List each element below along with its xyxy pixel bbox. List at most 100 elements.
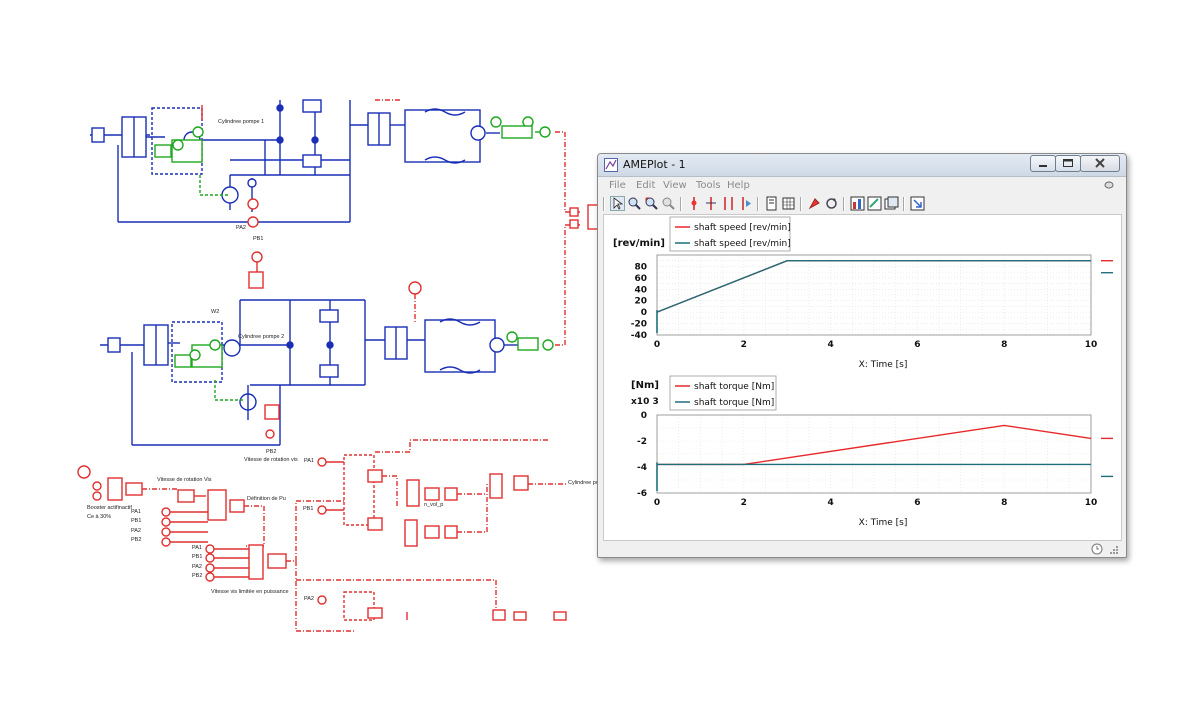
- cursor-two-icon[interactable]: [721, 196, 736, 211]
- label-pa1-b: PA1: [192, 545, 202, 551]
- torque-multiplier: x10 3: [631, 397, 659, 407]
- clock-icon: [1091, 543, 1103, 555]
- x-tick-label: 6: [914, 340, 920, 350]
- plots-svg: [rev/min] shaft speed [rev/min] shaft sp…: [613, 216, 1113, 528]
- y-tick-label: 60: [634, 274, 647, 284]
- torque-legend: shaft torque [Nm] shaft torque [Nm]: [669, 375, 777, 411]
- close-icon: [1095, 158, 1105, 168]
- legend-label-speed-2: shaft speed [rev/min]: [694, 239, 791, 249]
- torque-chart: [Nm] x10 3 shaft torque [Nm] shaft torqu…: [631, 375, 1113, 528]
- legend-label-torque-2: shaft torque [Nm]: [694, 398, 774, 408]
- label-pb1-top: PB1: [253, 236, 264, 242]
- x-tick-label: 4: [827, 340, 833, 350]
- chart-edit-icon[interactable]: [867, 196, 882, 211]
- legend-label-speed-1: shaft speed [rev/min]: [694, 223, 791, 233]
- menu-edit[interactable]: Edit: [636, 180, 656, 191]
- x-tick-label: 2: [741, 498, 747, 508]
- label-vitesse-vis-2: Vitesse de rotation Vis: [157, 477, 212, 483]
- menu-file[interactable]: File: [609, 180, 626, 191]
- close-button[interactable]: [1080, 155, 1120, 172]
- label-cylindree-pom: Cylindree pom: [568, 480, 604, 486]
- select-arrow-icon[interactable]: [610, 196, 625, 211]
- x-tick-label: 10: [1085, 340, 1098, 350]
- menu-help[interactable]: Help: [727, 180, 750, 191]
- grid-icon[interactable]: [781, 196, 796, 211]
- y-tick-label: -4: [637, 463, 647, 473]
- maximize-icon: [1063, 159, 1073, 167]
- x-tick-label: 8: [1001, 498, 1007, 508]
- status-bar: [598, 542, 1126, 557]
- minimize-button[interactable]: [1030, 155, 1056, 172]
- refresh-icon[interactable]: [824, 196, 839, 211]
- y-tick-label: 0: [641, 411, 647, 421]
- y-tick-label: 40: [634, 285, 647, 295]
- resize-grip-icon[interactable]: [1109, 545, 1119, 555]
- ameplot-window[interactable]: AMEPlot - 1 File Edit View Tools Help: [597, 153, 1127, 558]
- window-title: AMEPlot - 1: [623, 158, 686, 171]
- series-line-1: [657, 424, 1092, 466]
- title-bar[interactable]: AMEPlot - 1: [598, 154, 1126, 177]
- label-booster: Booster actifinactif: [87, 505, 132, 511]
- label-vitesse-limitee: Vitesse vis limitée en puissance: [211, 589, 289, 595]
- label-pb1-b: PB1: [192, 554, 203, 560]
- legend-label-torque-1: shaft torque [Nm]: [694, 382, 774, 392]
- plot-frame: [656, 254, 1092, 336]
- x-tick-label: 10: [1085, 498, 1098, 508]
- speed-ylabel: [rev/min]: [613, 238, 665, 249]
- label-pb2-b: PB2: [192, 573, 203, 579]
- cursor-cross-icon[interactable]: [704, 196, 719, 211]
- y-tick-label: -2: [637, 437, 647, 447]
- plot-area[interactable]: [rev/min] shaft speed [rev/min] shaft sp…: [603, 214, 1122, 541]
- label-pa2: PA2: [131, 528, 141, 534]
- label-pa1: PA1: [131, 509, 141, 515]
- menu-view[interactable]: View: [663, 180, 687, 191]
- speed-legend: shaft speed [rev/min] shaft speed [rev/m…: [669, 216, 791, 252]
- label-pb1: PB1: [131, 518, 142, 524]
- torque-ylabel: [Nm]: [631, 380, 659, 391]
- label-pb1-c: PB1: [303, 506, 314, 512]
- menu-bar: File Edit View Tools Help: [602, 180, 1120, 194]
- label-w2: W2: [211, 309, 220, 315]
- zoom-fit-icon[interactable]: [644, 196, 659, 211]
- cursor-red-icon[interactable]: [687, 196, 702, 211]
- lower-hydraulic-circuit: [100, 299, 520, 446]
- x-tick-label: 0: [654, 340, 660, 350]
- torque-xlabel: X: Time [s]: [859, 518, 908, 528]
- speed-xlabel: X: Time [s]: [859, 360, 908, 370]
- x-tick-label: 4: [827, 498, 833, 508]
- speed-chart: [rev/min] shaft speed [rev/min] shaft sp…: [613, 216, 1113, 370]
- y-tick-label: 20: [634, 297, 647, 307]
- label-cylindree-pompe-1: Cylindree pompe 1: [218, 119, 265, 125]
- export-icon[interactable]: [910, 196, 925, 211]
- red-signal-network: [77, 99, 599, 632]
- upper-hydraulic-circuit: [90, 99, 500, 223]
- label-pb2: PB2: [131, 537, 142, 543]
- minimize-icon: [1039, 165, 1047, 167]
- chart-copy-icon[interactable]: [884, 196, 899, 211]
- chart-icon[interactable]: [850, 196, 865, 211]
- zoom-in-icon[interactable]: [627, 196, 642, 211]
- maximize-button[interactable]: [1055, 155, 1081, 172]
- y-tick-label: 80: [634, 262, 647, 272]
- menu-tools[interactable]: Tools: [696, 180, 721, 191]
- label-ce30: Ce à 30%: [87, 514, 112, 520]
- page-icon[interactable]: [764, 196, 779, 211]
- label-pa2-c: PA2: [304, 596, 314, 602]
- toolbar: [602, 195, 1120, 213]
- y-tick-label: 0: [641, 308, 647, 318]
- y-tick-label: -20: [631, 320, 647, 330]
- zoom-out-icon[interactable]: [661, 196, 676, 211]
- x-tick-label: 6: [914, 498, 920, 508]
- plot-frame: [656, 414, 1092, 494]
- x-tick-label: 2: [741, 340, 747, 350]
- cursor-play-icon[interactable]: [738, 196, 753, 211]
- pin-icon[interactable]: [1104, 180, 1114, 190]
- label-pb2-mid: PB2: [266, 449, 277, 455]
- x-tick-label: 8: [1001, 340, 1007, 350]
- label-cylindree-pompe-2: Cylindree pompe 2: [238, 334, 285, 340]
- marker-icon[interactable]: [807, 196, 822, 211]
- green-mechanical-components: [154, 116, 554, 401]
- label-n-vol-p: n_vol_p: [424, 502, 444, 508]
- label-definition-pu: Définition de Pu: [247, 496, 286, 502]
- y-tick-label: -6: [637, 489, 647, 499]
